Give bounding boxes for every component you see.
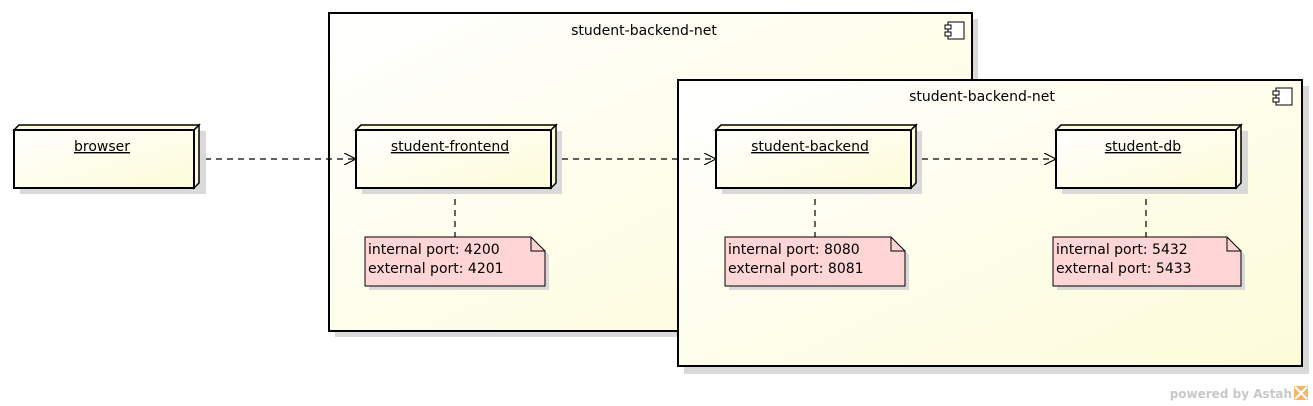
node-browser[interactable]: browser: [12, 123, 206, 194]
watermark: powered by Astah: [1170, 386, 1308, 401]
network-container-2[interactable]: student-backend-net: [677, 79, 1309, 374]
node-student-db[interactable]: student-db: [1054, 123, 1248, 194]
note-backend-line1: internal port: 8080: [728, 242, 860, 258]
network-label-1: student-backend-net: [571, 23, 717, 39]
component-icon: [1272, 87, 1293, 106]
node-student-frontend[interactable]: student-frontend: [354, 123, 562, 194]
node-label-browser: browser: [74, 139, 130, 155]
note-db-line1: internal port: 5432: [1056, 242, 1188, 258]
note-db[interactable]: internal port: 5432 external port: 5433: [1052, 236, 1245, 290]
node-label-student-frontend: student-frontend: [391, 139, 509, 155]
note-frontend[interactable]: internal port: 4200 external port: 4201: [364, 236, 549, 290]
note-db-line2: external port: 5433: [1056, 261, 1192, 277]
astah-logo-icon: [1294, 386, 1308, 400]
node-student-backend[interactable]: student-backend: [714, 123, 922, 194]
watermark-text: powered by Astah: [1170, 387, 1292, 401]
network-label-2: student-backend-net: [909, 89, 1055, 105]
note-frontend-line2: external port: 4201: [368, 261, 504, 277]
note-backend-line2: external port: 8081: [728, 261, 864, 277]
node-label-student-backend: student-backend: [751, 139, 869, 155]
node-label-student-db: student-db: [1105, 139, 1181, 155]
component-icon: [944, 21, 965, 40]
note-frontend-line1: internal port: 4200: [368, 242, 500, 258]
note-backend[interactable]: internal port: 8080 external port: 8081: [724, 236, 909, 290]
connectors: [194, 159, 1147, 237]
